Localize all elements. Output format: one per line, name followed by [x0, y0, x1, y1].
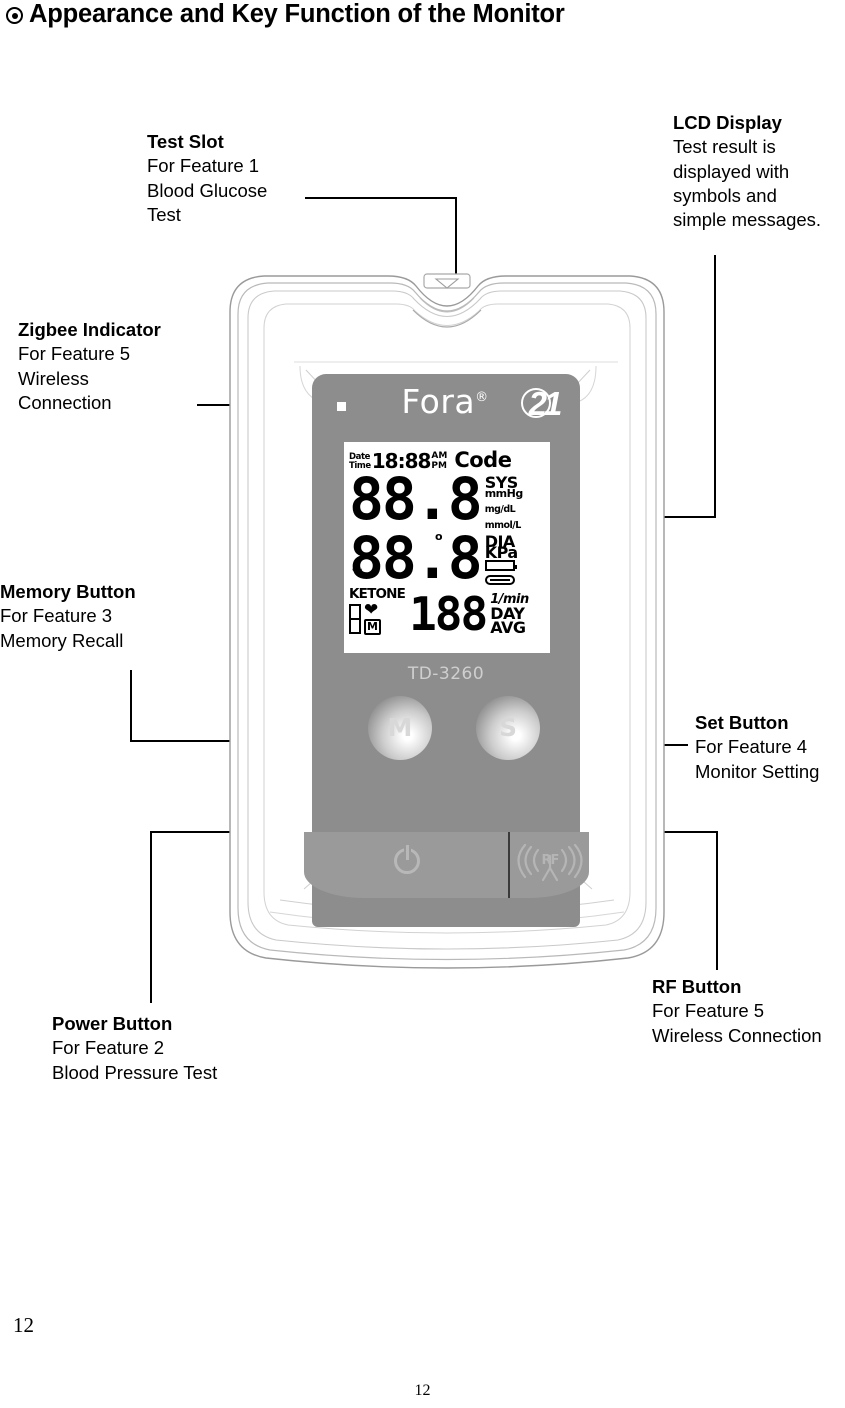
callout-lcd-display-title: LCD Display [673, 112, 782, 133]
lcd-ketone-label: KETONE [349, 586, 406, 602]
lcd-label-avg: AVG [490, 618, 526, 637]
leader-line-test-slot-horizontal [305, 197, 457, 199]
rf-button[interactable]: RF [516, 844, 584, 886]
set-button[interactable]: S [476, 696, 540, 760]
lcd-unit-dia: DIA [484, 532, 516, 551]
lcd-row-datetime: Date Time 18:88 AM PM Code [349, 446, 545, 473]
lcd-unit-mmoll: mmol/L [484, 520, 522, 531]
cuff-icon [484, 575, 515, 585]
callout-test-slot: Test Slot For Feature 1 Blood Glucose Te… [147, 130, 267, 227]
lcd-am-label: AM [431, 451, 448, 461]
lcd-code-label: Code [454, 448, 512, 472]
callout-memory-title: Memory Button [0, 581, 136, 602]
page-title: Appearance and Key Function of the Monit… [6, 0, 565, 29]
leader-line-rf-vertical [716, 831, 718, 970]
lcd-degree-mark: o [435, 530, 443, 543]
callout-memory-line2: Memory Recall [0, 629, 124, 651]
callout-memory-line1: For Feature 3 [0, 605, 113, 627]
lcd-pm-label: PM [431, 460, 447, 471]
callout-rf-title: RF Button [652, 976, 742, 997]
lcd-time-label: Time [349, 461, 371, 471]
lcd-ketone-group: KETONE ❤ M [349, 586, 406, 635]
lcd-label-day: DAY [490, 604, 525, 623]
bottom-button-bar: RF [304, 832, 589, 898]
blood-drop-icon: ♨ [351, 560, 364, 576]
lcd-primary-value: 88.8 [349, 465, 483, 533]
lcd-pulse-value: 188 [409, 587, 488, 641]
lcd-unit-sys: SYS [484, 473, 519, 492]
callout-lcd-display-line1: Test result is [673, 136, 776, 158]
callout-set-button: Set Button For Feature 4 Monitor Setting [695, 711, 819, 784]
power-icon [394, 845, 420, 874]
callout-test-slot-line3: Test [147, 203, 181, 225]
lcd-datetime-label: Date Time [349, 453, 371, 471]
callout-test-slot-line2: Blood Glucose [147, 179, 268, 201]
button-divider [508, 832, 510, 898]
led-indicator-dot [337, 402, 346, 411]
lcd-secondary-value: 88.8 [349, 524, 483, 592]
callout-set-line2: Monitor Setting [695, 760, 820, 782]
lcd-memory-icon: M [364, 619, 381, 635]
lcd-time-segments: 18:88 [371, 449, 432, 473]
page-number-left: 12 [13, 1313, 34, 1337]
callout-power-button: Power Button For Feature 2 Blood Pressur… [52, 1012, 217, 1085]
callout-test-slot-line1: For Feature 1 [147, 155, 260, 177]
test-strip-icon [349, 604, 361, 634]
callout-set-title: Set Button [695, 712, 789, 733]
callout-lcd-display: LCD Display Test result is displayed wit… [673, 111, 821, 232]
logo-21-icon: 21 [520, 384, 568, 424]
leader-line-lcd-vertical [714, 255, 716, 517]
lcd-row-secondary: o ♨ 88.8 DIA KPa [349, 524, 545, 592]
callout-power-line1: For Feature 2 [52, 1037, 165, 1059]
page-title-text: Appearance and Key Function of the Monit… [29, 0, 565, 28]
lcd-row-pulse: KETONE ❤ M 188 1/min DAY AVG [349, 586, 545, 641]
callout-test-slot-title: Test Slot [147, 131, 224, 152]
callout-rf-line1: For Feature 5 [652, 1000, 765, 1022]
monitor-illustration: Fora® 21 Date Time 18:88 AM PM Code [208, 252, 686, 980]
lcd-date-label: Date [349, 452, 371, 462]
callout-zigbee-line3: Connection [18, 391, 112, 413]
memory-button[interactable]: M [368, 696, 432, 760]
rf-icon-label: RF [542, 853, 559, 868]
lcd-secondary-units: DIA KPa [484, 532, 519, 585]
lcd-row-primary: 88.8 SYS mmHg mg/dL mmol/L [349, 465, 545, 533]
rf-antenna-icon: RF [517, 844, 583, 882]
brand-logo: Fora® [370, 382, 520, 421]
leader-line-power-vertical [150, 831, 152, 1003]
model-number: TD-3260 [407, 664, 485, 684]
lcd-unit-mmhg: mmHg [484, 487, 524, 500]
leader-line-test-slot-vertical [455, 197, 457, 277]
memory-button-label: M [387, 713, 413, 742]
callout-rf-button: RF Button For Feature 5 Wireless Connect… [652, 975, 822, 1048]
callout-rf-line2: Wireless Connection [652, 1024, 822, 1046]
callout-zigbee-line2: Wireless [18, 367, 89, 389]
callout-power-title: Power Button [52, 1013, 173, 1034]
battery-icon [484, 560, 517, 571]
brand-name: Fora [401, 382, 476, 421]
callout-lcd-display-line2: displayed with [673, 160, 790, 182]
callout-lcd-display-line3: symbols and [673, 184, 777, 206]
logo-21-text: 21 [528, 385, 563, 422]
leader-line-memory-horizontal [130, 740, 322, 742]
brand-trademark: ® [475, 390, 489, 405]
lcd-unit-per-min: 1/min [490, 592, 529, 607]
lcd-pulse-units: 1/min DAY AVG [490, 591, 529, 637]
callout-zigbee-title: Zigbee Indicator [18, 319, 161, 340]
heart-icon: ❤ [364, 600, 379, 620]
lcd-primary-units: SYS mmHg mg/dL mmol/L [484, 473, 524, 532]
callout-zigbee-line1: For Feature 5 [18, 343, 131, 365]
callout-power-line2: Blood Pressure Test [52, 1061, 218, 1083]
callout-zigbee-indicator: Zigbee Indicator For Feature 5 Wireless … [18, 318, 161, 415]
callout-set-line1: For Feature 4 [695, 736, 808, 758]
lcd-ampm-indicator: AM PM [431, 451, 448, 471]
set-button-label: S [498, 713, 517, 742]
leader-line-memory-vertical [130, 670, 132, 742]
callout-memory-button: Memory Button For Feature 3 Memory Recal… [0, 580, 136, 653]
lcd-display: Date Time 18:88 AM PM Code 88.8 SYS mmHg [344, 442, 550, 653]
page-number-center: 12 [414, 1382, 431, 1399]
lcd-unit-mgdl: mg/dL [484, 504, 516, 515]
lcd-unit-kpa: KPa [484, 543, 519, 562]
callout-lcd-display-line4: simple messages. [673, 209, 822, 231]
bullet-target-icon [6, 7, 23, 24]
